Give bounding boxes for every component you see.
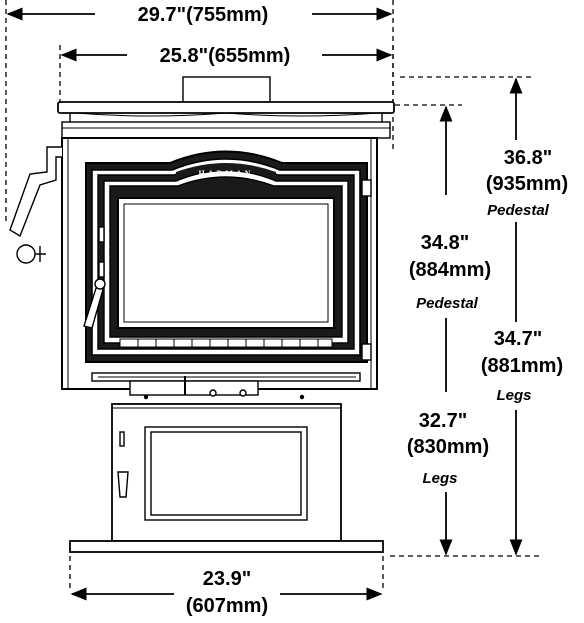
outer-legs-height: 34.7" [494, 328, 542, 350]
side-handle [9, 146, 62, 238]
base-plate [69, 540, 384, 553]
pedestal-window-inner [150, 431, 302, 516]
inner-pedestal-height-mm: (884mm) [409, 259, 491, 281]
inner-pedestal-height: 34.8" [421, 232, 469, 254]
dimension-texts: 29.7"(755mm) 25.8"(655mm) 23.9" (607mm) … [138, 4, 568, 617]
outer-pedestal-label: Pedestal [487, 202, 550, 219]
top-width-label: 25.8"(655mm) [160, 45, 291, 67]
overall-width-label: 29.7"(755mm) [138, 4, 269, 26]
outer-pedestal-height-mm: (935mm) [486, 173, 568, 195]
inner-pedestal-label: Pedestal [416, 295, 479, 312]
inner-legs-height-mm: (830mm) [407, 436, 489, 458]
inner-legs-label: Legs [422, 470, 457, 487]
extension-lines [5, 0, 540, 592]
air-slots [119, 338, 333, 348]
top-plate [57, 101, 395, 114]
brand-plate [176, 163, 276, 178]
outer-pedestal-height: 36.8" [504, 147, 552, 169]
outer-legs-label: Legs [496, 387, 531, 404]
base-width-mm-label: (607mm) [186, 595, 268, 617]
inner-legs-height: 32.7" [419, 410, 467, 432]
base-width-label: 23.9" [203, 568, 251, 590]
brand-name: HARMAN [199, 169, 254, 178]
outer-legs-height-mm: (881mm) [481, 355, 563, 377]
stove-drawing [9, 76, 395, 553]
flue-collar [182, 76, 271, 104]
dimension-lines [6, 7, 523, 601]
